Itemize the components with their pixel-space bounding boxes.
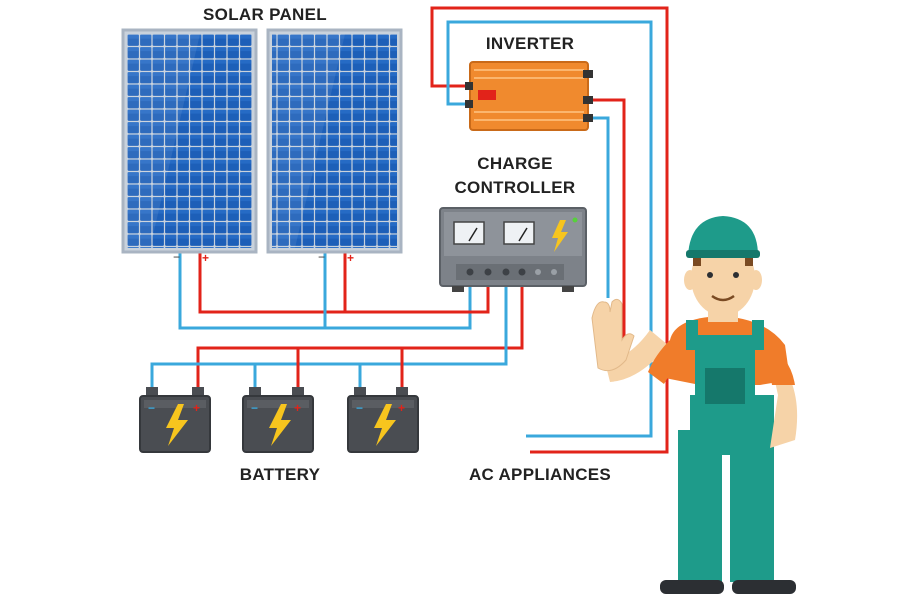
lightning-bolt-icon <box>269 404 291 446</box>
gauge-icon <box>453 221 485 245</box>
battery-2: − + <box>242 387 314 453</box>
inverter-ac-red-wire <box>430 6 669 454</box>
battery-label: BATTERY <box>239 465 321 484</box>
wiring <box>150 6 669 454</box>
inverter-label: INVERTER <box>485 34 575 53</box>
solar-panel-label: SOLAR PANEL <box>203 5 327 24</box>
panel-left-positive-terminal: + <box>202 251 209 265</box>
solar-panel-right: − + <box>266 28 403 265</box>
inverter <box>465 61 593 131</box>
controller-inverter-positive-wire <box>587 98 626 348</box>
battery-1: − + <box>139 387 211 453</box>
svg-text:−: − <box>251 401 258 415</box>
inverter-indicator <box>478 90 496 100</box>
panel-right-positive-terminal: + <box>347 251 354 265</box>
controller-battery-negative-wire <box>150 282 508 390</box>
lightning-bolt-icon <box>552 220 568 252</box>
charge-controller-label-line1: CHARGE <box>477 154 553 173</box>
technician-illustration <box>591 216 798 594</box>
inverter-ac-blue-wire <box>446 20 653 438</box>
svg-text:+: + <box>398 401 405 415</box>
solar-panel-left: − + <box>121 28 258 265</box>
svg-text:−: − <box>148 401 155 415</box>
battery-3: − + <box>347 387 419 453</box>
controller-inverter-negative-wire <box>587 116 610 298</box>
panel-right-negative-terminal: − <box>318 250 325 264</box>
charge-controller-label-line2: CONTROLLER <box>454 178 576 197</box>
charge-controller <box>439 207 587 292</box>
svg-text:−: − <box>356 401 363 415</box>
ac-appliances-label: AC APPLIANCES <box>468 465 612 484</box>
lightning-bolt-icon <box>166 404 188 446</box>
panel-left-negative-terminal: − <box>173 250 180 264</box>
controller-battery-positive-wire <box>196 282 524 390</box>
gauge-icon <box>503 221 535 245</box>
lightning-bolt-icon <box>374 404 396 446</box>
svg-text:+: + <box>193 401 200 415</box>
svg-text:+: + <box>294 401 301 415</box>
